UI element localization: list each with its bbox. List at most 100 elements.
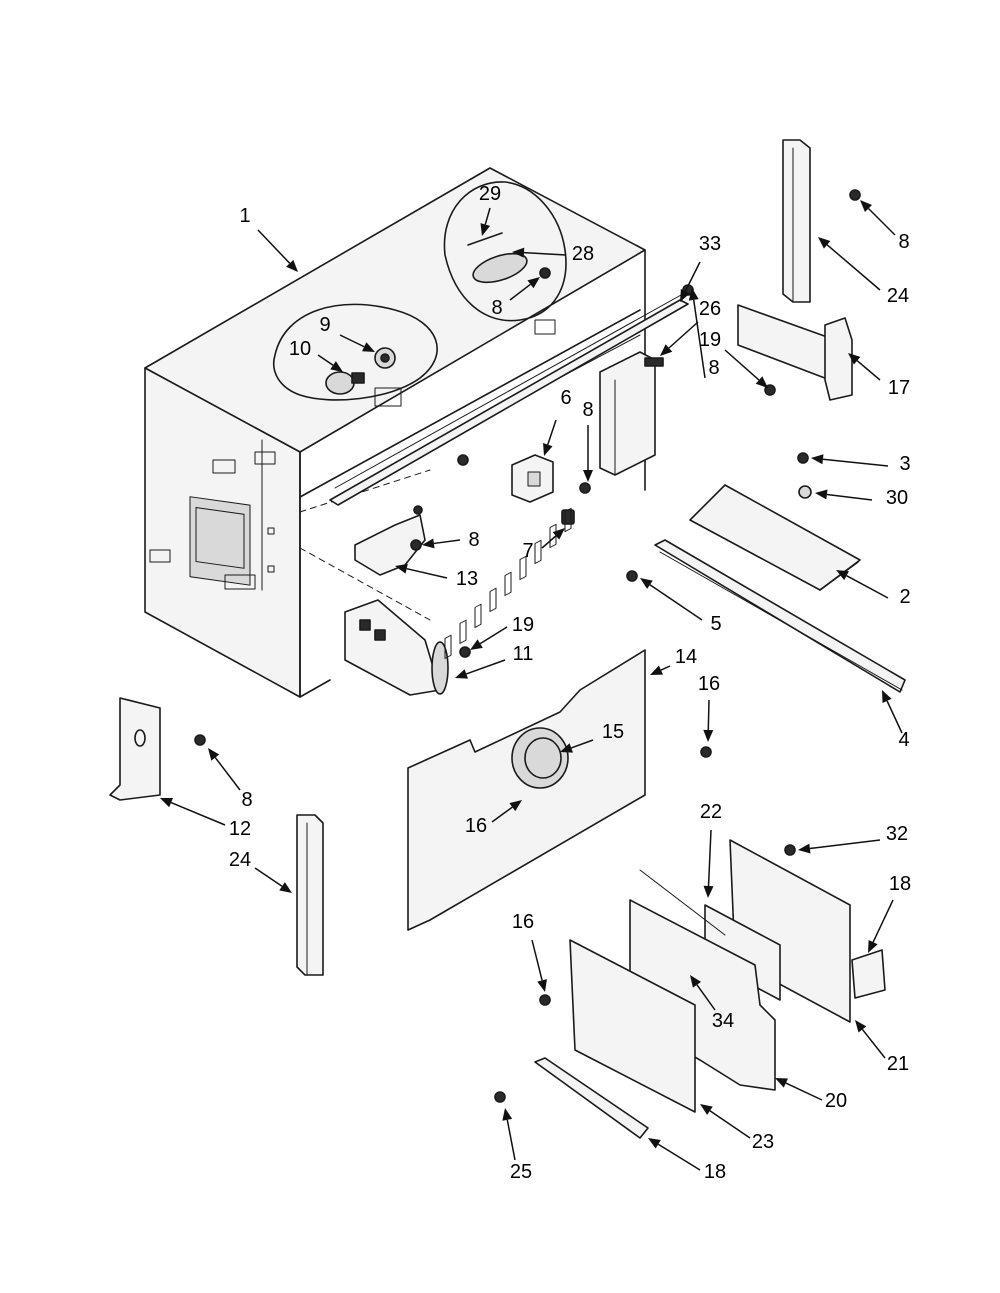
callout-c8b: 8 [708, 357, 719, 379]
leader-line-c20 [785, 1082, 823, 1101]
arrowhead-c23 [700, 1104, 713, 1115]
leader-lines [160, 200, 903, 1171]
arrowhead-c8f [208, 748, 220, 761]
callout-c25: 25 [510, 1161, 532, 1183]
callout-c24a: 24 [887, 285, 909, 307]
callout-c18b: 18 [704, 1161, 726, 1183]
callout-c22: 22 [700, 801, 722, 823]
callout-c8e: 8 [898, 231, 909, 253]
callout-c5: 5 [710, 613, 721, 635]
arrowhead-c16b [509, 800, 522, 812]
leader-line-c26 [668, 321, 699, 349]
leader-line-c25 [506, 1119, 516, 1161]
arrowhead-c3 [811, 454, 824, 465]
leader-line-c2 [846, 575, 889, 599]
callout-c20: 20 [825, 1090, 847, 1112]
control-knob-icon [511, 727, 569, 789]
lamp-detail-bubble [273, 303, 438, 401]
callout-c30: 30 [886, 487, 908, 509]
rail-18-lower [534, 1057, 649, 1139]
arrowhead-c18a [868, 940, 878, 953]
arrowhead-c6 [543, 443, 553, 456]
callout-c28: 28 [572, 243, 594, 265]
side-rail-24-lower [296, 814, 324, 976]
leader-line-c17 [856, 360, 881, 381]
leader-line-c9 [339, 334, 365, 348]
callout-c8f: 8 [241, 789, 252, 811]
callout-c24b: 24 [229, 849, 251, 871]
callout-c7: 7 [522, 540, 533, 562]
callout-c19b: 19 [699, 329, 721, 351]
bracket-plate-icon [472, 252, 528, 284]
leader-line-c8e [867, 207, 896, 236]
arrowhead-c12 [160, 797, 173, 808]
leader-line-c4 [886, 700, 903, 734]
leader-line-c11 [466, 659, 506, 675]
upper-trim-rail [329, 289, 691, 506]
callout-c8c: 8 [582, 399, 593, 421]
callout-c4: 4 [898, 729, 909, 751]
leader-line-c19a [479, 626, 508, 645]
leader-line-c22 [707, 829, 712, 887]
leader-line-c18b [657, 1143, 701, 1171]
leader-line-c24a [826, 244, 881, 291]
leader-line-c29 [484, 207, 491, 225]
arrowhead-c33 [680, 289, 690, 302]
arrowhead-c11 [455, 669, 468, 679]
arrowhead-c2 [836, 570, 849, 581]
shelf-channel-2 [689, 484, 861, 591]
leader-line-c19b [724, 349, 760, 381]
leader-line-c24b [254, 867, 283, 887]
door-panel-21 [729, 839, 886, 1023]
leader-line-c18a [872, 899, 894, 943]
mount-bracket-17 [737, 304, 853, 401]
arrowhead-c8c [583, 470, 593, 482]
callout-c32: 32 [886, 823, 908, 845]
callout-c10: 10 [289, 338, 311, 360]
top-bracket-bubble [443, 181, 567, 322]
arrowhead-c4 [882, 690, 892, 703]
callout-c16c: 16 [512, 911, 534, 933]
arrowhead-c34 [690, 975, 702, 988]
callout-c21: 21 [887, 1053, 909, 1075]
callout-c8a: 8 [491, 297, 502, 319]
callout-c12: 12 [229, 818, 251, 840]
arrowhead-c30 [815, 489, 828, 500]
arrowhead-c28 [512, 247, 525, 258]
arrowhead-c13 [395, 563, 408, 574]
arrowhead-c7 [552, 528, 565, 540]
arrowhead-c8a [527, 277, 540, 289]
arrowhead-c8e [860, 200, 873, 213]
arrowhead-c1 [286, 259, 298, 272]
leader-line-c16a [707, 699, 710, 731]
leader-line-c32 [809, 839, 881, 850]
callout-c11: 11 [513, 643, 534, 665]
callout-c17: 17 [888, 377, 910, 399]
arrowhead-c32 [798, 843, 811, 854]
arrowhead-c21 [855, 1020, 867, 1033]
leader-line-c7 [541, 535, 557, 549]
lamp-bulb-icon [325, 371, 355, 395]
arrowhead-c17 [848, 353, 861, 365]
arrowhead-c18b [648, 1138, 661, 1149]
callout-c9: 9 [319, 314, 330, 336]
arrowhead-c8b [688, 288, 699, 301]
screws [194, 189, 861, 1103]
leader-line-c16c [531, 939, 543, 981]
front-panel-14 [407, 507, 646, 931]
callout-c8d: 8 [468, 529, 479, 551]
left-bracket-12 [109, 697, 161, 801]
callout-c29: 29 [479, 183, 501, 205]
door-panel-23 [569, 939, 696, 1113]
arrowhead-c8d [422, 538, 435, 549]
leader-line-c16b [491, 806, 513, 823]
callout-c6: 6 [560, 387, 571, 409]
slide-rail-4 [654, 539, 906, 693]
arrowhead-c14 [650, 665, 663, 675]
leader-line-c8d [433, 539, 461, 545]
side-rail-24-upper [782, 139, 811, 303]
callout-c14: 14 [675, 646, 697, 668]
side-bracket-26 [599, 351, 664, 476]
leader-line-c3 [822, 458, 889, 467]
